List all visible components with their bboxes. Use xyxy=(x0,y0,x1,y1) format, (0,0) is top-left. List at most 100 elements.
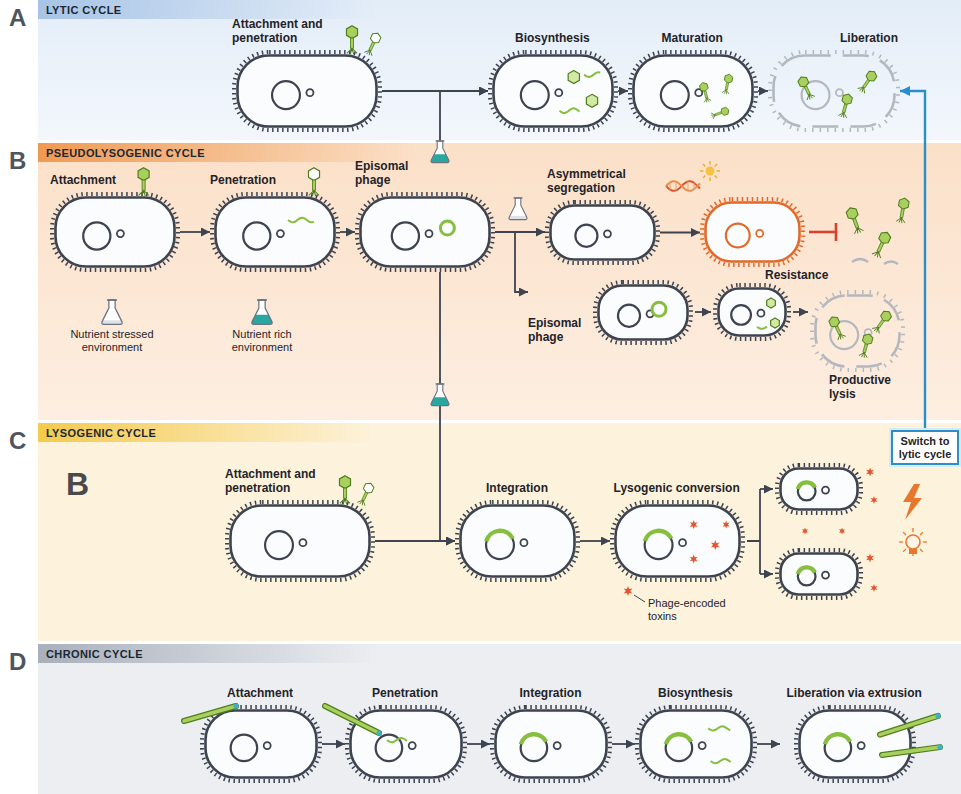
resistance-illustration-part xyxy=(688,181,689,191)
cell-wall-part xyxy=(800,711,911,778)
bacterial-cell xyxy=(455,500,580,582)
nucleoid xyxy=(392,222,419,249)
cell-wall-part xyxy=(551,206,655,260)
phage-icon-part xyxy=(710,112,716,120)
filamentous-phage-part xyxy=(880,716,938,735)
phage-icon xyxy=(710,107,730,120)
phage-icon-part xyxy=(805,92,815,100)
resistance-illustration-part xyxy=(715,176,717,178)
cell-wall-part xyxy=(702,199,803,265)
cell-wall xyxy=(612,502,743,580)
cell-step: Resistance xyxy=(700,197,830,283)
phage-dna xyxy=(708,726,730,730)
bacterial-cell xyxy=(794,705,916,783)
filamentous-phage-part xyxy=(376,730,381,735)
cell-wall-part xyxy=(234,52,380,130)
nucleoid xyxy=(83,222,110,249)
nucleoid xyxy=(575,225,597,247)
step-arrow xyxy=(180,231,210,233)
plasmid xyxy=(699,742,706,749)
filamentous-phage xyxy=(325,706,382,736)
filamentous-phage xyxy=(882,745,943,755)
cell-wall-part xyxy=(357,194,493,270)
flask-icon xyxy=(431,384,449,406)
cell-wall-part xyxy=(719,289,786,336)
label-holder: Phage-encoded toxins xyxy=(648,597,728,622)
switch-box: Switch to lytic cycle xyxy=(891,430,959,465)
prophage xyxy=(796,565,817,575)
filamentous-phage xyxy=(184,703,239,721)
plasmid xyxy=(264,742,271,749)
toxin-star xyxy=(723,521,730,529)
phage-icon-part xyxy=(853,218,859,228)
resistance-illustration-part xyxy=(666,181,700,191)
resistance-illustration-part xyxy=(706,167,715,176)
cell-wall xyxy=(547,202,658,263)
cell-wall-part xyxy=(634,56,753,127)
panel-letter: C xyxy=(9,427,26,455)
phage-icon-part xyxy=(312,180,315,190)
flask-icon-part xyxy=(102,300,122,324)
phage-icon-part xyxy=(724,73,734,83)
cell-drawing xyxy=(490,52,616,130)
cell-wall-part xyxy=(547,202,658,263)
cell-drawing xyxy=(227,476,375,580)
cell-wall-part xyxy=(490,52,616,130)
legend-item: Nutrient stressed environment xyxy=(62,298,162,353)
cell-drawing xyxy=(812,292,903,370)
bacterial-cell xyxy=(628,50,758,132)
flask-icon-part xyxy=(514,197,523,198)
cell-drawing xyxy=(234,26,382,130)
phage-icon-part xyxy=(339,476,350,489)
bacterial-cell xyxy=(225,500,375,582)
phage-icon-part xyxy=(720,107,730,117)
bacterial-cell xyxy=(810,290,905,372)
phage-icon-part xyxy=(877,230,891,245)
bacterial-cell xyxy=(232,50,382,132)
resistance-illustration-part xyxy=(717,170,721,171)
step-arrow xyxy=(467,743,490,745)
flask-icon xyxy=(509,198,527,220)
cell-wall xyxy=(777,465,861,513)
flask-icon-part xyxy=(431,141,449,163)
toxin-star xyxy=(866,554,874,563)
phage-icon-part xyxy=(838,111,848,118)
cell-wall-part xyxy=(612,502,743,580)
bacterial-cell xyxy=(700,197,805,267)
prophage xyxy=(796,480,817,490)
cell-wall-part xyxy=(630,52,756,130)
cell-step: Attachment xyxy=(50,174,180,272)
panel-heading: PSEUDOLYSOGENIC CYCLE xyxy=(46,147,205,160)
phage-icon xyxy=(364,31,382,56)
phage-icon-part xyxy=(722,89,730,95)
step-arrow xyxy=(322,743,345,745)
bacterial-cell xyxy=(593,280,693,345)
cell-wall-part xyxy=(212,194,338,270)
lysed-cell-part xyxy=(774,56,895,127)
cell-step: Productive lysis xyxy=(810,290,915,402)
step-label: Penetration xyxy=(372,687,440,701)
filamentous-phage-part xyxy=(325,706,379,733)
lysogenic-strip xyxy=(38,423,378,442)
cell-wall-part xyxy=(492,707,610,781)
phage-icon-part xyxy=(725,83,729,90)
cell-drawing xyxy=(492,707,610,781)
toxin-star xyxy=(690,555,698,564)
plasmid xyxy=(604,230,611,237)
step-arrow-part xyxy=(695,311,711,313)
step-arrow xyxy=(440,91,488,160)
phage-icon xyxy=(828,315,847,341)
cell-wall-part xyxy=(781,469,858,510)
lysed-cell xyxy=(812,292,903,370)
plasmid xyxy=(299,539,306,546)
filamentous-phage-part xyxy=(233,703,238,708)
bacterial-cell xyxy=(355,192,495,272)
plasmid xyxy=(117,230,124,237)
step-label: Attachment and penetration xyxy=(225,468,326,496)
phage-icon-part xyxy=(872,325,882,334)
phage-icon xyxy=(339,476,350,504)
uv-lamp-icon xyxy=(899,528,927,556)
lysed-cell-part xyxy=(812,292,903,370)
uv-lamp-icon-part xyxy=(912,552,913,556)
flask-icon-part xyxy=(431,141,449,163)
